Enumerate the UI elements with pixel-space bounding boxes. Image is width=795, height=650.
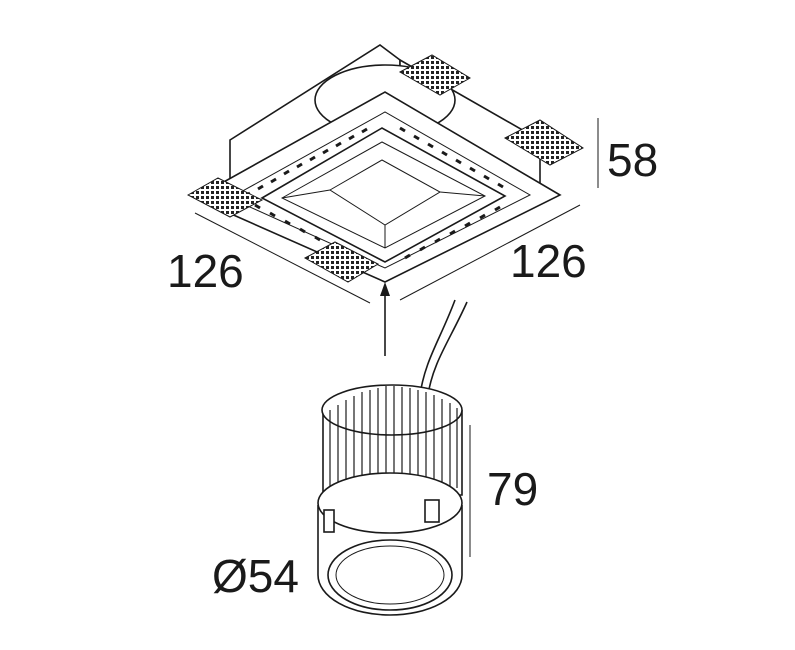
plaster-tab-left: [186, 177, 264, 218]
clip-right: [424, 499, 440, 523]
frame-height-label: 58: [607, 134, 658, 186]
cable: [419, 299, 456, 396]
lens: [327, 539, 453, 611]
plaster-tab-bottom: [303, 241, 380, 283]
frame-slots: [244, 126, 504, 265]
width-right-dimension-line: [399, 204, 581, 301]
trimless-frame: [186, 44, 584, 283]
frame-opening: [260, 127, 507, 263]
led-module: [317, 384, 463, 616]
module-height-label: 79: [487, 463, 538, 515]
clip-left: [323, 509, 335, 533]
plaster-tab-top: [398, 54, 471, 96]
module-diameter-label: Ø54: [212, 550, 299, 602]
frame-width-left-label: 126: [167, 245, 244, 297]
width-left-dimension-line: [194, 212, 371, 304]
insertion-arrow-icon: [380, 282, 390, 356]
plaster-tab-right: [503, 119, 584, 166]
frame-width-right-label: 126: [510, 235, 587, 287]
